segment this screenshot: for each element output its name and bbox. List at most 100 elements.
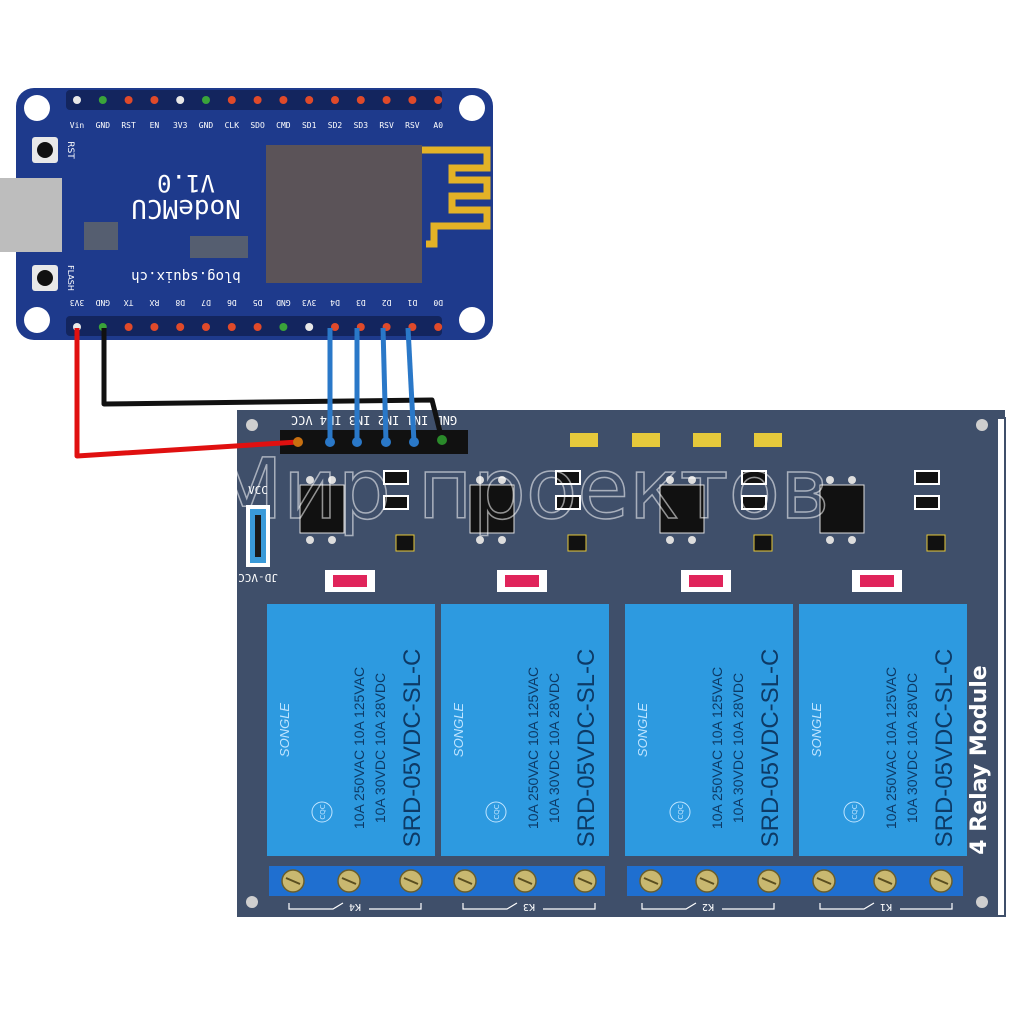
rst-label: RST	[65, 141, 75, 159]
relay-rating-dc: 10A 30VDC 10A 28VDC	[372, 673, 388, 823]
solder-pad	[848, 536, 856, 544]
watermark: Мир проектов	[211, 440, 830, 538]
optocoupler-chip	[299, 484, 345, 534]
relay-brand: SONGLE	[451, 703, 466, 758]
pin-dot	[202, 96, 210, 104]
pin-label: EN	[150, 121, 160, 130]
relay-model: SRD-05VDC-SL-C	[399, 649, 426, 848]
smd-resistor	[555, 495, 581, 510]
nodemcu-version: V1.0	[157, 169, 215, 197]
cert-mark	[843, 801, 865, 823]
mount-hole	[459, 95, 485, 121]
optocoupler-chip	[659, 484, 705, 534]
wire-black-gnd	[101, 328, 445, 441]
relay-body	[799, 604, 967, 856]
relay-channels: SONGLE CQC 10A 250VAC 10A 125VAC 10A 30VDC …	[267, 470, 967, 912]
wire-blue-d1	[405, 327, 417, 443]
relay-body	[441, 604, 609, 856]
regulator-chip	[190, 236, 248, 258]
pin-dot	[305, 96, 314, 104]
pin-label: 3V3	[70, 298, 85, 307]
nodemcu-board	[0, 88, 493, 340]
mount-hole	[976, 896, 988, 908]
pin-label: D0	[433, 298, 443, 307]
cert-mark	[485, 801, 507, 823]
transistor	[395, 534, 415, 552]
pin-dot	[356, 96, 365, 104]
solder-pad	[666, 536, 674, 544]
usb-connector	[0, 178, 62, 252]
pin-label: D4	[330, 298, 340, 307]
pin-dot	[279, 323, 288, 331]
pin-label: CLK	[225, 121, 240, 130]
solder-pad	[826, 536, 834, 544]
pin-dot	[253, 96, 262, 104]
solder-pad	[688, 536, 696, 544]
module-title: 4 Relay Module	[967, 665, 992, 854]
pin-label: RX	[149, 298, 159, 307]
pin-label: 3V3	[173, 121, 188, 130]
cert-mark	[311, 801, 333, 823]
pin-dot	[202, 323, 210, 331]
wires	[74, 327, 447, 459]
terminal-label: K1	[880, 901, 892, 912]
terminal-block	[627, 866, 963, 896]
pin-label: SD2	[328, 121, 343, 130]
solder-pad	[306, 536, 314, 544]
smd-resistor	[914, 495, 940, 510]
pin-dot	[434, 323, 443, 331]
pin-label: RST	[121, 121, 136, 130]
pin-label: SDO	[250, 121, 265, 130]
terminal-label: K3	[523, 901, 535, 912]
nodemcu-site: blog.squix.ch	[131, 268, 241, 284]
transistor	[753, 534, 773, 552]
flash-label: FLASH	[66, 265, 75, 291]
smd-resistor	[741, 470, 767, 485]
optocoupler-chip	[469, 484, 515, 534]
pin-label: A0	[433, 121, 443, 130]
pin-dot	[124, 96, 133, 104]
pin-dot	[382, 96, 391, 104]
jd-vcc-label: JD-VCC	[238, 571, 278, 584]
relay-brand: SONGLE	[277, 703, 292, 758]
pin-label: D7	[201, 298, 211, 307]
pin-dot	[124, 323, 133, 331]
relay-rating-ac: 10A 250VAC 10A 125VAC	[709, 667, 725, 829]
relay-cert: CQC	[677, 804, 685, 819]
pin-label: D2	[382, 298, 392, 307]
relay-model: SRD-05VDC-SL-C	[573, 649, 600, 848]
relay-rating-dc: 10A 30VDC 10A 28VDC	[546, 673, 562, 823]
pin-dot	[227, 96, 236, 104]
pin-dot	[176, 96, 185, 104]
solder-pad	[826, 476, 834, 484]
wire-blue-d2	[380, 327, 389, 443]
pin-dot	[98, 96, 107, 104]
small-chip	[84, 222, 118, 250]
pin-label: RSV	[405, 121, 420, 130]
solder-pad	[848, 476, 856, 484]
esp-module	[266, 145, 422, 283]
solder-pad	[688, 476, 696, 484]
solder-pad	[476, 536, 484, 544]
transistor	[926, 534, 946, 552]
solder-pad	[476, 476, 484, 484]
transistor	[567, 534, 587, 552]
pin-label: D5	[253, 298, 263, 307]
solder-pad	[498, 476, 506, 484]
pin-dot	[150, 96, 159, 104]
smd-resistor	[914, 470, 940, 485]
pin-dot	[73, 96, 81, 104]
relay-body	[267, 604, 435, 856]
pin-label: D1	[407, 298, 417, 307]
terminal-marking	[288, 902, 422, 910]
nodemcu-title: NodeMCU	[131, 193, 241, 223]
pin-dot	[150, 323, 159, 331]
relay-rating-ac: 10A 250VAC 10A 125VAC	[525, 667, 541, 829]
mount-hole	[459, 307, 485, 333]
relay-cert: CQC	[319, 804, 327, 819]
mount-hole	[976, 419, 988, 431]
mount-hole	[24, 95, 50, 121]
pin-label: GND	[96, 121, 111, 130]
